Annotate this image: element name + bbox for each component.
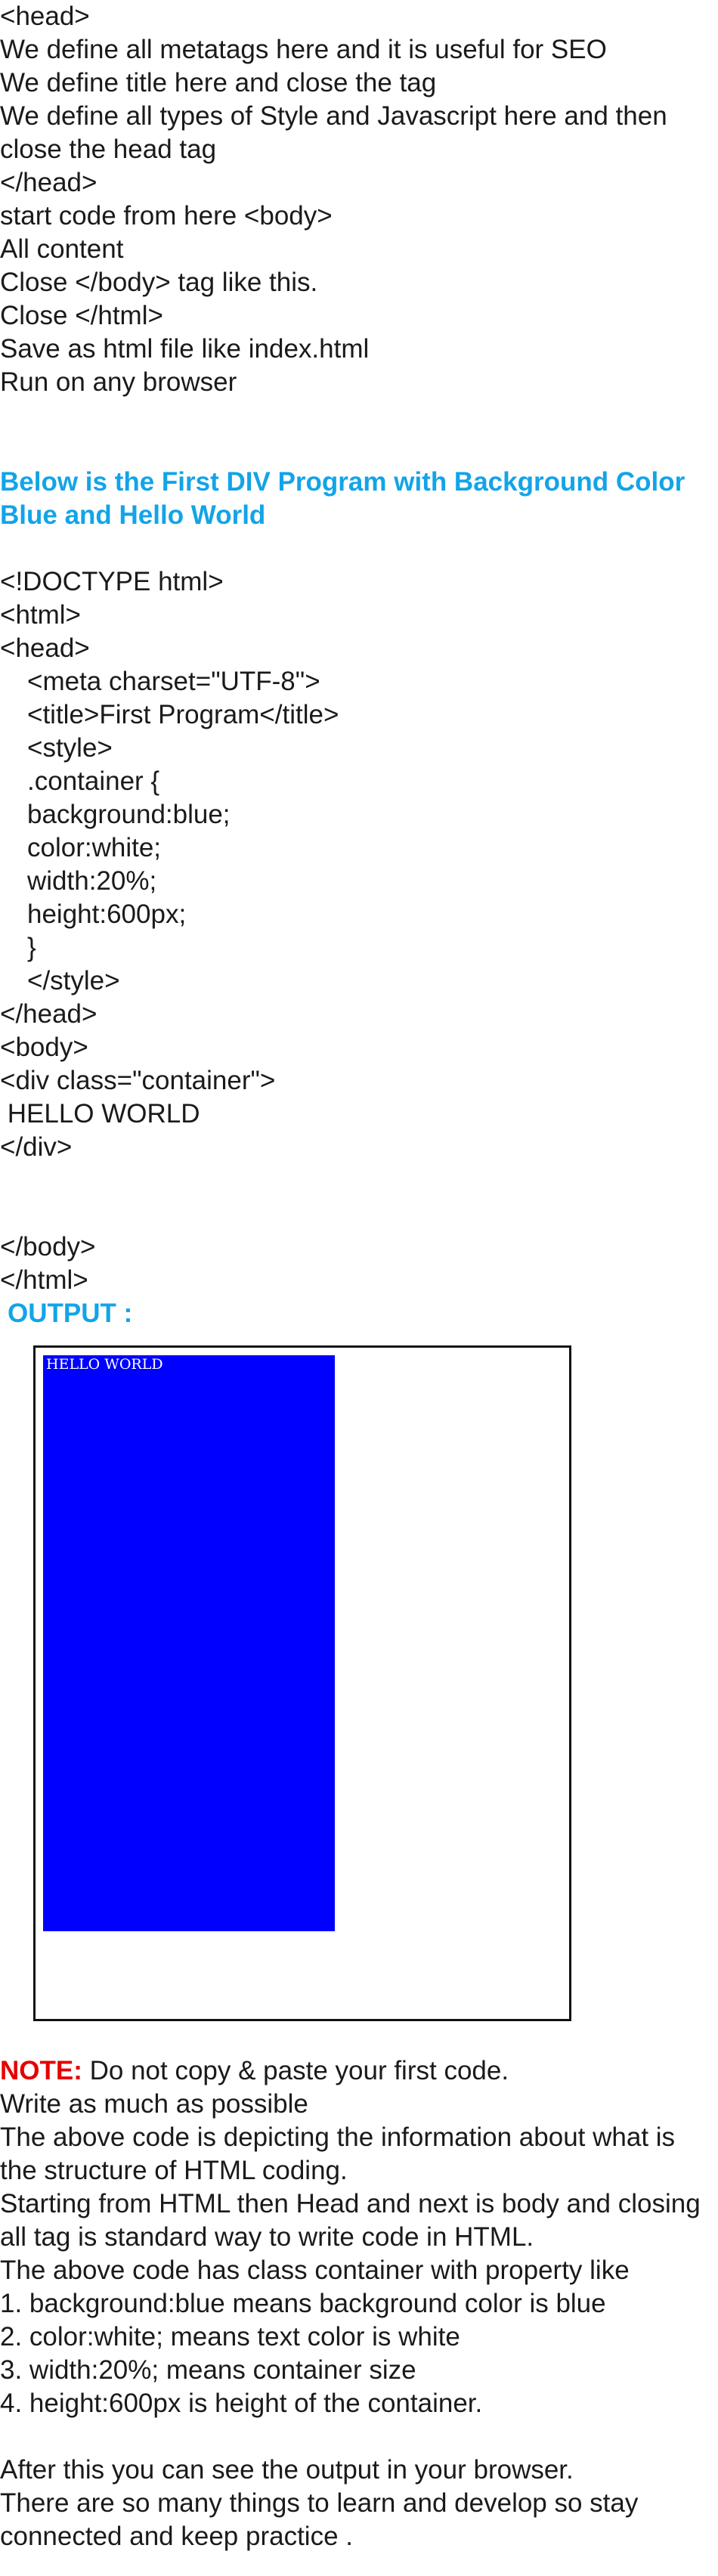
code-line: </head> xyxy=(0,999,97,1029)
output-preview-frame: HELLO WORLD xyxy=(33,1345,571,2021)
code-line: <style> xyxy=(27,733,113,763)
code-line: </div> xyxy=(0,1132,73,1162)
closing-line: The above code is depicting the informat… xyxy=(0,2122,682,2185)
style-script-explanation: We define all types of Style and Javascr… xyxy=(0,101,675,164)
closing-line: 4. height:600px is height of the contain… xyxy=(0,2389,483,2418)
all-content-text: All content xyxy=(0,234,124,264)
blue-container-preview: HELLO WORLD xyxy=(43,1355,335,1931)
head-open-tag: <head> xyxy=(0,2,90,31)
code-line: .container { xyxy=(27,766,160,796)
code-line: color:white; xyxy=(27,833,162,862)
closing-line: Starting from HTML then Head and next is… xyxy=(0,2189,708,2252)
metatags-explanation: We define all metatags here and it is us… xyxy=(0,35,607,64)
code-line: </body> xyxy=(0,1232,96,1262)
code-line: background:blue; xyxy=(27,800,231,829)
code-line: HELLO WORLD xyxy=(0,1099,200,1129)
program-heading: Below is the First DIV Program with Back… xyxy=(0,467,686,530)
title-explanation: We define title here and close the tag xyxy=(0,68,437,98)
output-spacer xyxy=(0,2021,718,2054)
final-line: After this you can see the output in you… xyxy=(0,2455,574,2485)
save-file-text: Save as html file like index.html xyxy=(0,334,370,364)
code-line: <meta charset="UTF-8"> xyxy=(27,667,320,696)
code-end-listing: </body> </html> xyxy=(0,1231,718,1297)
hello-world-preview-text: HELLO WORLD xyxy=(46,1356,163,1373)
note-text: Do not copy & paste your first code. xyxy=(82,2056,509,2085)
heading-spacer xyxy=(0,532,718,565)
code-line: <title>First Program</title> xyxy=(27,700,339,729)
code-spacer xyxy=(0,1164,718,1231)
closing-line: Write as much as possible xyxy=(0,2089,308,2119)
code-line: </style> xyxy=(27,966,120,995)
body-start-text: start code from here <body> xyxy=(0,201,333,231)
note-label: NOTE: xyxy=(0,2056,82,2085)
code-listing: <!DOCTYPE html> <html> <head> <meta char… xyxy=(0,565,718,1164)
output-label: OUTPUT : xyxy=(8,1299,133,1328)
code-line: <html> xyxy=(0,600,81,630)
code-line: <div class="container"> xyxy=(0,1066,276,1095)
head-close-tag: </head> xyxy=(0,168,97,197)
code-line: <head> xyxy=(0,633,90,663)
section-spacer xyxy=(0,399,718,466)
final-section: After this you can see the output in you… xyxy=(0,2454,718,2553)
closing-line: 3. width:20%; means container size xyxy=(0,2355,416,2385)
closing-line: 1. background:blue means background colo… xyxy=(0,2289,606,2318)
run-browser-text: Run on any browser xyxy=(0,367,237,397)
final-line: There are so many things to learn and de… xyxy=(0,2488,646,2551)
code-line: width:20%; xyxy=(27,866,157,896)
final-spacer xyxy=(0,2420,718,2454)
code-line: <!DOCTYPE html> xyxy=(0,567,224,596)
html-close-text: Close </html> xyxy=(0,301,163,330)
body-close-text: Close </body> tag like this. xyxy=(0,268,318,297)
code-line: height:600px; xyxy=(27,899,187,929)
code-line: <body> xyxy=(0,1033,88,1062)
note-line: NOTE: Do not copy & paste your first cod… xyxy=(0,2054,718,2088)
closing-line: 2. color:white; means text color is whit… xyxy=(0,2322,460,2352)
code-line: } xyxy=(27,933,36,962)
code-line: </html> xyxy=(0,1265,88,1295)
head-section-explanation: <head> We define all metatags here and i… xyxy=(0,0,718,399)
closing-line: The above code has class container with … xyxy=(0,2256,630,2285)
notes-section: NOTE: Do not copy & paste your first cod… xyxy=(0,2054,718,2420)
